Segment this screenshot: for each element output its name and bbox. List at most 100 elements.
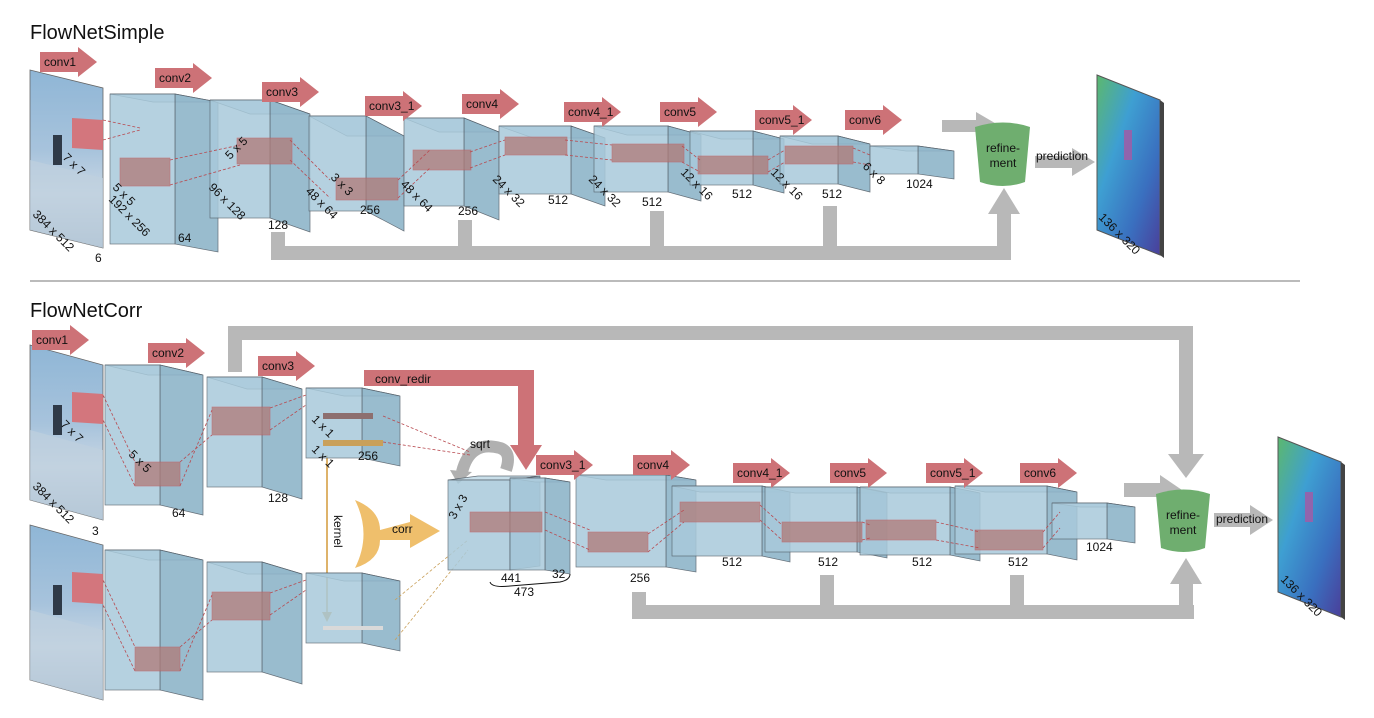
corr-output-flow-image: 136 x 320 [1277, 436, 1345, 620]
corr-arrow-conv2: conv2 [148, 338, 205, 368]
top-patch-conv4 [504, 136, 568, 156]
input-channels-label: 6 [95, 251, 102, 265]
receptive-field-line [269, 589, 307, 616]
receptive-field-line [767, 161, 786, 173]
top-channels-9: 1024 [906, 177, 933, 191]
corr-patch-main [469, 511, 543, 533]
receptive-field-line [544, 529, 591, 551]
corr-ch-256: 256 [358, 449, 378, 463]
corr-input-image-2 [29, 524, 104, 701]
corr-stream2-patch1 [134, 646, 181, 672]
corr-post-channels-3: 512 [818, 555, 838, 569]
corr-stream1-conv3 [305, 387, 401, 467]
receptive-field-line [852, 161, 871, 166]
corr-stream1-conv2 [206, 376, 303, 500]
corr-post-channels-1: 256 [630, 571, 650, 585]
corr-post-patch-3 [781, 521, 863, 543]
corr-prediction-label: prediction [1216, 512, 1268, 526]
receptive-field-line [382, 415, 471, 453]
receptive-field-line [102, 419, 136, 487]
corr-arrow-conv4: conv4 [633, 450, 690, 480]
top-block-2 [209, 99, 311, 233]
corr-arrow-conv1-label: conv1 [36, 333, 68, 347]
refinement-block: refine- ment [975, 122, 1030, 186]
corr-arrow-conv4_1-label: conv4_1 [737, 466, 783, 480]
corr-input-image-1: 7 x 7 384 x 512 3 [29, 344, 104, 538]
corr-ch-64: 64 [172, 506, 186, 520]
corr-refinement-label-2: ment [1170, 523, 1197, 537]
receptive-field-line [169, 144, 241, 161]
corr-post-patch-2 [679, 501, 761, 523]
flownetcorr-network: conv_redir sqrt corr kernel 7 x 7 384 x … [29, 325, 1345, 701]
receptive-field-line [269, 394, 307, 409]
top-channels-2: 128 [268, 218, 288, 232]
corr-arrow-conv1: conv1 [32, 325, 89, 355]
corr-stream1-patch2 [211, 406, 271, 436]
corr-post-patch-5 [974, 529, 1044, 551]
flownetsimple-title: FlowNetSimple [30, 22, 165, 44]
receptive-field-line [647, 509, 685, 535]
corr-stream2-conv3 [305, 572, 401, 652]
corr-ch-473: 473 [514, 585, 534, 599]
top-arrow-conv3-label: conv3 [266, 85, 298, 99]
receptive-field-line [681, 145, 701, 161]
receptive-field-line [544, 511, 591, 531]
top-arrow-conv6-label: conv6 [849, 113, 881, 127]
top-arrow-conv6: conv6 [845, 105, 902, 135]
corr-arrow-conv5_1-label: conv5_1 [930, 466, 976, 480]
refinement-label-1: refine- [986, 141, 1020, 155]
top-arrow-conv2-label: conv2 [159, 71, 191, 85]
corr-arrow-conv3_1-label: conv3_1 [540, 458, 586, 472]
corr-stream2-patch2 [211, 591, 271, 621]
top-channels-7: 512 [732, 187, 752, 201]
corr-feature-bar-1 [323, 413, 373, 419]
corr-post-channels-4: 512 [912, 555, 932, 569]
top-arrow-conv3_1: conv3_1 [365, 91, 422, 121]
corr-arrow-conv5: conv5 [830, 458, 887, 488]
top-patch-conv5 [697, 155, 769, 175]
receptive-field-line [852, 147, 871, 156]
top-block-9 [869, 145, 955, 180]
corr-brace [489, 573, 571, 587]
sqrt-arrow: sqrt [450, 437, 514, 484]
flownetsimple-network: refine- ment prediction 7 x 7 384 x 512 … [29, 47, 1164, 265]
receptive-field-line [861, 521, 871, 526]
corr-stream2-conv2 [206, 561, 303, 685]
receptive-field-line [935, 539, 981, 549]
corr-refinement-label-1: refine- [1166, 508, 1200, 522]
top-patch-conv3 [335, 177, 399, 201]
top-block-7 [689, 130, 785, 194]
corr-ch-441: 441 [501, 571, 521, 585]
corr-arrow-conv5_1: conv5_1 [926, 458, 983, 488]
top-patch-conv4-1 [611, 143, 685, 163]
corr-arrow-conv3-label: conv3 [262, 359, 294, 373]
top-channels-5: 512 [548, 193, 568, 207]
receptive-field-line [1042, 527, 1061, 549]
refinement-label-2: ment [990, 156, 1017, 170]
corr-post-patch-4 [865, 519, 937, 541]
conv-redir-arrow: conv_redir [364, 370, 542, 470]
output-flow-image: 136 x 320 [1096, 74, 1164, 258]
corr-post-channels-5: 512 [1008, 555, 1028, 569]
receptive-field-line [102, 394, 136, 463]
receptive-field-line [469, 154, 506, 169]
receptive-field-line [269, 404, 307, 431]
corr-skip-connections [228, 326, 1273, 619]
input-image: 7 x 7 384 x 512 6 [29, 69, 104, 265]
receptive-field-line [397, 149, 431, 181]
top-arrow-conv5-label: conv5 [664, 105, 696, 119]
corr-post-block-6 [1051, 502, 1136, 544]
corr-feature-bar-2 [323, 440, 383, 446]
receptive-field-line [289, 139, 331, 181]
receptive-field-line [102, 119, 141, 129]
receptive-field-line [935, 521, 981, 533]
corr-feature-bar-3 [323, 626, 383, 630]
corr-refinement-block: refine- ment [1156, 489, 1210, 552]
receptive-field-line [169, 164, 241, 186]
receptive-field-line [179, 594, 213, 672]
top-patch-conv5-1 [784, 145, 854, 165]
corr-arrow-conv3: conv3 [258, 351, 315, 381]
